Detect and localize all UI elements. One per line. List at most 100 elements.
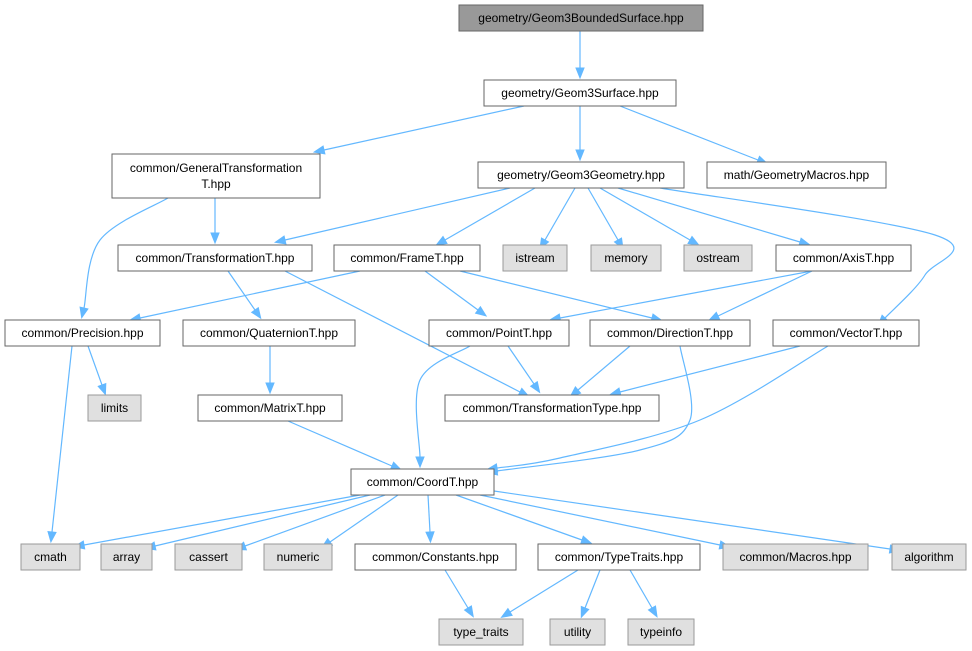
- edge-line: [424, 270, 479, 311]
- edge-gentrans-to-transT: [210, 198, 220, 245]
- node-frameT[interactable]: common/FrameT.hpp: [333, 244, 481, 272]
- node-vecT[interactable]: common/VectorT.hpp: [772, 319, 920, 347]
- node-cassert[interactable]: cassert: [174, 543, 243, 571]
- node-algorithm[interactable]: algorithm: [891, 543, 967, 571]
- node-matT[interactable]: common/MatrixT.hpp: [197, 394, 343, 422]
- edge-transT-to-quatT: [227, 270, 262, 320]
- edge-line: [284, 187, 511, 241]
- edge-line: [51, 345, 73, 533]
- edge-line: [584, 569, 601, 609]
- edge-surface-to-geommacros: [619, 105, 769, 165]
- arrowhead-icon: [415, 456, 425, 469]
- node-transT[interactable]: common/TransformationT.hpp: [117, 244, 313, 272]
- node-label: typeinfo: [640, 625, 682, 639]
- edge-line: [83, 494, 361, 546]
- edge-line: [83, 197, 169, 309]
- node-utility[interactable]: utility: [549, 618, 606, 646]
- node-label: common/GeneralTransformation: [130, 161, 302, 175]
- node-transType[interactable]: common/TransformationType.hpp: [444, 394, 660, 422]
- node-box: [722, 543, 869, 571]
- edge-line: [139, 270, 361, 319]
- edge-line: [496, 345, 829, 469]
- node-memory[interactable]: memory: [590, 244, 662, 272]
- node-box: [438, 618, 524, 646]
- edge-geometry-to-memory: [587, 187, 624, 250]
- arrowhead-icon: [575, 67, 585, 80]
- node-box: [100, 543, 153, 571]
- node-label: numeric: [277, 550, 320, 564]
- node-label: common/QuaternionT.hpp: [200, 326, 338, 340]
- edge-constants-to-type_traits: [444, 569, 474, 618]
- arrowhead-icon: [463, 605, 474, 618]
- node-pointT[interactable]: common/PointT.hpp: [428, 319, 570, 347]
- node-label: common/FrameT.hpp: [350, 251, 464, 265]
- arrowhead-icon: [435, 235, 448, 246]
- node-array[interactable]: array: [100, 543, 153, 571]
- edge-line: [284, 270, 521, 393]
- edge-line: [559, 270, 813, 319]
- node-label: common/TransformationT.hpp: [136, 251, 295, 265]
- node-geometry[interactable]: geometry/Geom3Geometry.hpp: [477, 161, 685, 189]
- node-label: common/DirectionT.hpp: [607, 326, 733, 340]
- arrowhead-icon: [79, 306, 89, 320]
- node-box: [549, 618, 606, 646]
- node-typetraitsh[interactable]: common/TypeTraits.hpp: [537, 543, 701, 571]
- arrowhead-icon: [529, 380, 541, 394]
- node-precision[interactable]: common/Precision.hpp: [4, 319, 161, 347]
- arrowhead-icon: [500, 607, 513, 619]
- edge-typetraitsh-to-utility: [580, 569, 601, 619]
- node-dirT[interactable]: common/DirectionT.hpp: [589, 319, 751, 347]
- node-label: common/Macros.hpp: [739, 550, 851, 564]
- edge-geometry-to-frameT: [435, 187, 536, 246]
- node-limits[interactable]: limits: [87, 394, 142, 422]
- node-label: type_traits: [453, 625, 508, 639]
- node-cmath[interactable]: cmath: [20, 543, 81, 571]
- arrowhead-icon: [579, 535, 593, 545]
- edge-bounded-to-surface: [575, 31, 585, 80]
- edge-geometry-to-transT: [273, 187, 511, 245]
- node-label: common/AxisT.hpp: [793, 251, 895, 265]
- edge-line: [287, 420, 393, 467]
- edge-line: [544, 187, 576, 241]
- node-istream[interactable]: istream: [502, 244, 568, 272]
- node-typeinfo[interactable]: typeinfo: [627, 618, 695, 646]
- edge-line: [455, 494, 583, 541]
- node-ostream[interactable]: ostream: [683, 244, 753, 272]
- edge-typetraitsh-to-typeinfo: [629, 569, 658, 618]
- node-box: [590, 244, 662, 272]
- edge-coordT-to-numeric: [320, 494, 399, 549]
- edge-line: [507, 345, 535, 385]
- node-axisT[interactable]: common/AxisT.hpp: [775, 244, 912, 272]
- node-constants[interactable]: common/Constants.hpp: [354, 543, 517, 571]
- edge-axisT-to-dirT: [707, 270, 813, 321]
- node-label: algorithm: [904, 550, 953, 564]
- node-box: [627, 618, 695, 646]
- arrowhead-icon: [647, 605, 658, 618]
- node-box: [87, 394, 142, 422]
- node-label: common/MatrixT.hpp: [214, 401, 326, 415]
- node-surface[interactable]: geometry/Geom3Surface.hpp: [483, 79, 677, 107]
- edge-line: [619, 105, 759, 161]
- node-quatT[interactable]: common/QuaternionT.hpp: [182, 319, 356, 347]
- arrowhead-icon: [265, 382, 275, 395]
- node-macros[interactable]: common/Macros.hpp: [722, 543, 869, 571]
- node-coordT[interactable]: common/CoordT.hpp: [350, 468, 495, 496]
- arrowhead-icon: [97, 382, 107, 396]
- edge-surface-to-geometry: [575, 106, 585, 162]
- edge-line: [329, 494, 399, 543]
- node-type_traits[interactable]: type_traits: [438, 618, 524, 646]
- edge-pointT-to-transType: [507, 345, 541, 394]
- edge-line: [244, 494, 386, 547]
- node-box: [458, 4, 704, 32]
- edge-geometry-to-istream: [539, 187, 576, 250]
- arrowhead-icon: [687, 235, 700, 246]
- node-label: limits: [101, 401, 128, 415]
- node-label: geometry/Geom3BoundedSurface.hpp: [478, 11, 684, 25]
- edge-line: [323, 105, 525, 151]
- node-numeric[interactable]: numeric: [263, 543, 333, 571]
- node-label: cmath: [34, 550, 67, 564]
- node-geommacros[interactable]: math/GeometryMacros.hpp: [706, 161, 887, 189]
- edge-coordT-to-cmath: [72, 494, 361, 550]
